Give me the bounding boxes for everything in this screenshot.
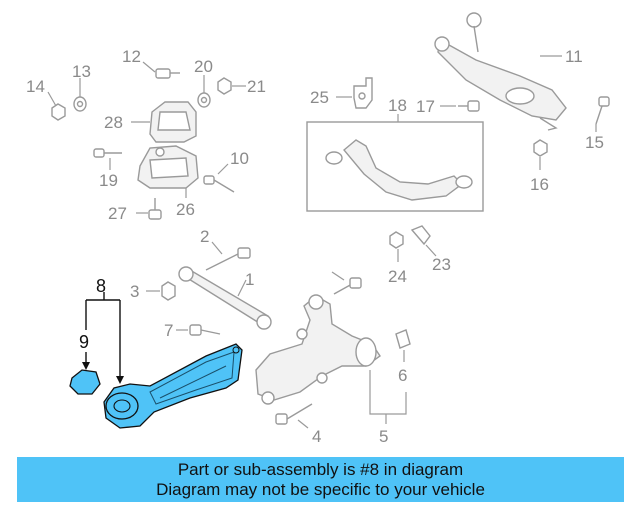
mount-26 [137, 145, 199, 198]
nut-24 [389, 231, 404, 262]
callout-15: 15 [585, 133, 604, 152]
callout-12: 12 [122, 47, 141, 66]
bushing-6 [395, 329, 411, 362]
bushing-9[interactable] [69, 369, 101, 395]
bracket-25 [336, 77, 373, 109]
callout-25: 25 [310, 88, 329, 107]
callout-6: 6 [398, 366, 407, 385]
bolt-2 [205, 241, 251, 271]
callout-20: 20 [194, 57, 213, 76]
bolt-10 [203, 163, 235, 193]
info-banner: Part or sub-assembly is #8 in diagram Di… [17, 457, 624, 502]
callout-9: 9 [79, 332, 89, 352]
callout-23: 23 [432, 255, 451, 274]
bracket-5 [369, 370, 407, 424]
knuckle [255, 294, 381, 405]
callout-21: 21 [247, 77, 266, 96]
callout-8-leader [82, 292, 124, 384]
callout-26: 26 [176, 200, 195, 219]
parts-diagram: 12 13 14 20 21 28 19 26 [26, 12, 610, 446]
bolt-12 [142, 61, 180, 79]
nut-3 [146, 281, 176, 301]
callout-11: 11 [565, 47, 583, 66]
callout-14: 14 [26, 77, 45, 96]
bolt-7 [176, 324, 221, 336]
callout-1: 1 [245, 270, 254, 289]
callout-24: 24 [388, 267, 407, 286]
bolt-17 [440, 100, 480, 112]
bolt-15 [595, 96, 610, 132]
callout-16: 16 [530, 175, 549, 194]
washer-13 [73, 78, 87, 112]
nut-14 [47, 91, 66, 121]
link-1 [178, 266, 272, 330]
mount-28 [131, 101, 197, 143]
callout-10: 10 [230, 149, 249, 168]
nut-16 [533, 139, 548, 170]
callout-5: 5 [379, 427, 388, 446]
bolt-19 [93, 148, 122, 170]
callout-27: 27 [108, 204, 127, 223]
callout-4: 4 [312, 427, 321, 446]
control-arm-11 [434, 12, 567, 131]
callout-18: 18 [388, 96, 407, 115]
bolt-27 [136, 198, 162, 220]
trailing-arm-8[interactable] [103, 343, 243, 429]
callout-19: 19 [99, 171, 118, 190]
clip-23 [410, 225, 437, 257]
washer-20 [197, 75, 211, 108]
nut-21 [217, 77, 246, 95]
callout-3: 3 [130, 282, 139, 301]
callout-7: 7 [164, 321, 173, 340]
callout-13: 13 [72, 62, 91, 81]
subassembly-box-18 [306, 114, 484, 212]
banner-line-2: Diagram may not be specific to your vehi… [156, 479, 485, 499]
callout-8: 8 [96, 276, 106, 296]
callout-17: 17 [416, 97, 435, 116]
bolt-22 [331, 271, 362, 295]
bolt-4 [275, 403, 313, 429]
callout-28: 28 [104, 113, 123, 132]
banner-line-1: Part or sub-assembly is #8 in diagram [177, 459, 464, 479]
callout-2: 2 [200, 227, 209, 246]
